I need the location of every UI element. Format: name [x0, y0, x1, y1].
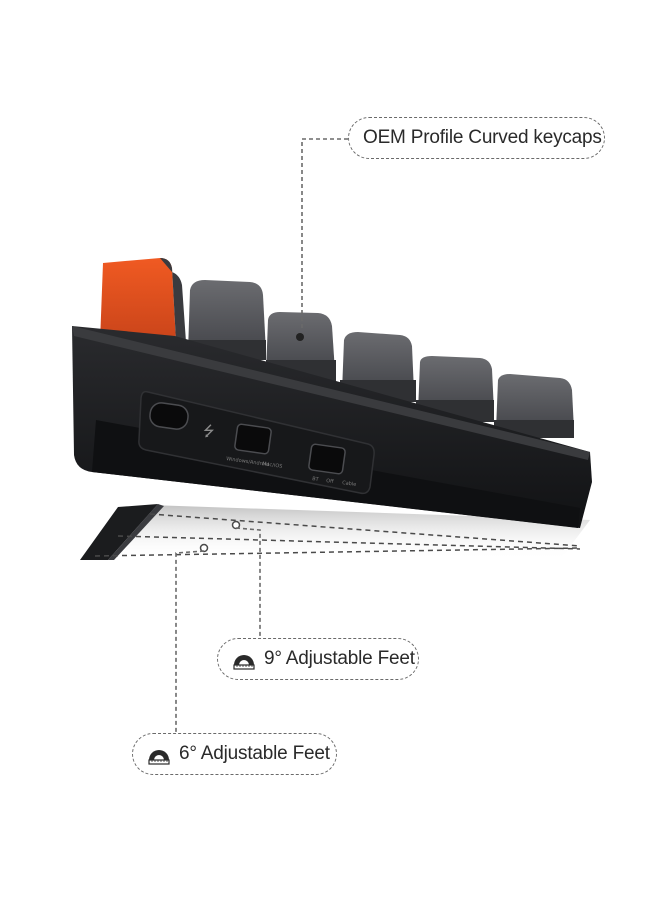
callout-feet-9: 9° Adjustable Feet: [217, 638, 419, 680]
toggle-1-label-b: Mac/iOS: [262, 461, 283, 470]
toggle-2-label-c: Cable: [342, 480, 357, 488]
usb-icon: ⭍: [203, 424, 215, 440]
usb-c-port: [149, 402, 189, 430]
keycap-4: [418, 356, 494, 412]
os-toggle-switch: [234, 423, 272, 455]
leader-feet-6: [132, 550, 205, 755]
toggle-2-label-a: BT: [312, 476, 320, 483]
toggle-1-label-a: Windows/Android: [226, 456, 270, 468]
callout-feet-6: 6° Adjustable Feet: [132, 733, 337, 775]
keycap-5: [496, 374, 574, 430]
keycap-1: [188, 280, 266, 352]
protractor-icon: [147, 742, 171, 766]
callout-feet-6-label: 6° Adjustable Feet: [179, 743, 330, 764]
keycap-indicator-dot: [296, 333, 304, 341]
toggle-2-label-b: Off: [326, 478, 335, 485]
adjustable-foot: [80, 504, 158, 560]
callout-keycaps: OEM Profile Curved keycaps: [348, 117, 605, 159]
callout-keycaps-label: OEM Profile Curved keycaps: [363, 127, 602, 148]
leader-keycaps: [301, 138, 348, 330]
connection-toggle-switch: [308, 443, 346, 475]
protractor-icon: [232, 647, 256, 671]
keycap-orange: [100, 258, 176, 342]
keycap-2: [266, 312, 335, 372]
keycap-3: [342, 332, 414, 392]
leader-feet-9: [235, 527, 261, 640]
callout-feet-9-label: 9° Adjustable Feet: [264, 648, 415, 669]
